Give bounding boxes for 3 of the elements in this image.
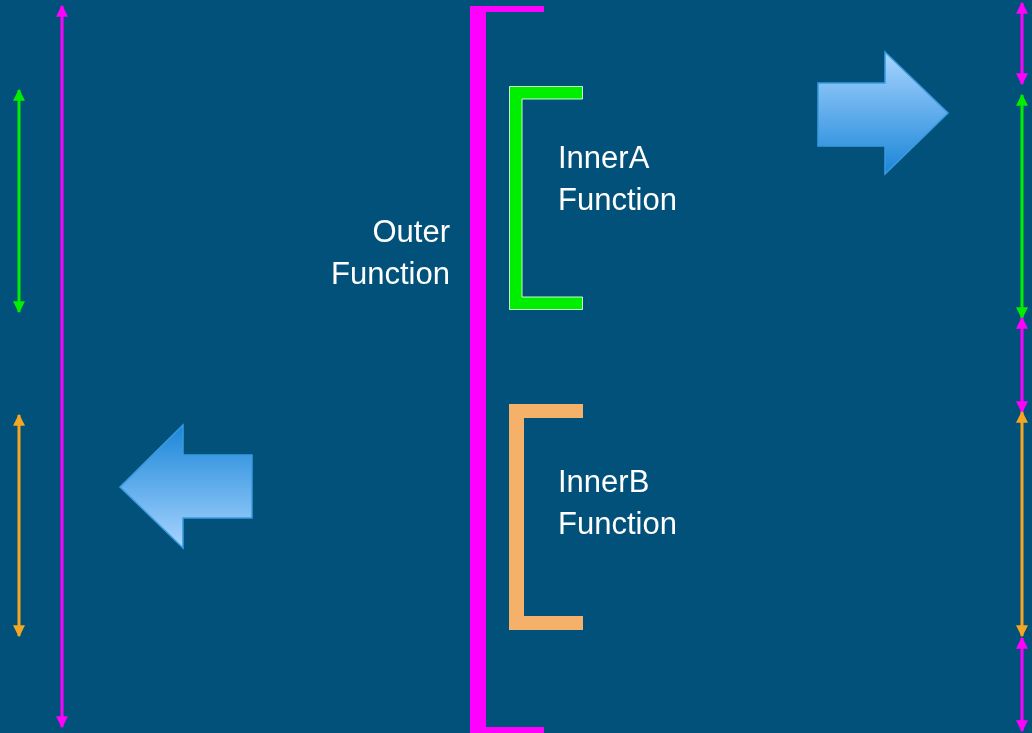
function-label: InnerB Function xyxy=(558,463,678,543)
function-label: InnerA Function xyxy=(558,139,678,219)
function-label: Outer Function xyxy=(330,213,450,293)
